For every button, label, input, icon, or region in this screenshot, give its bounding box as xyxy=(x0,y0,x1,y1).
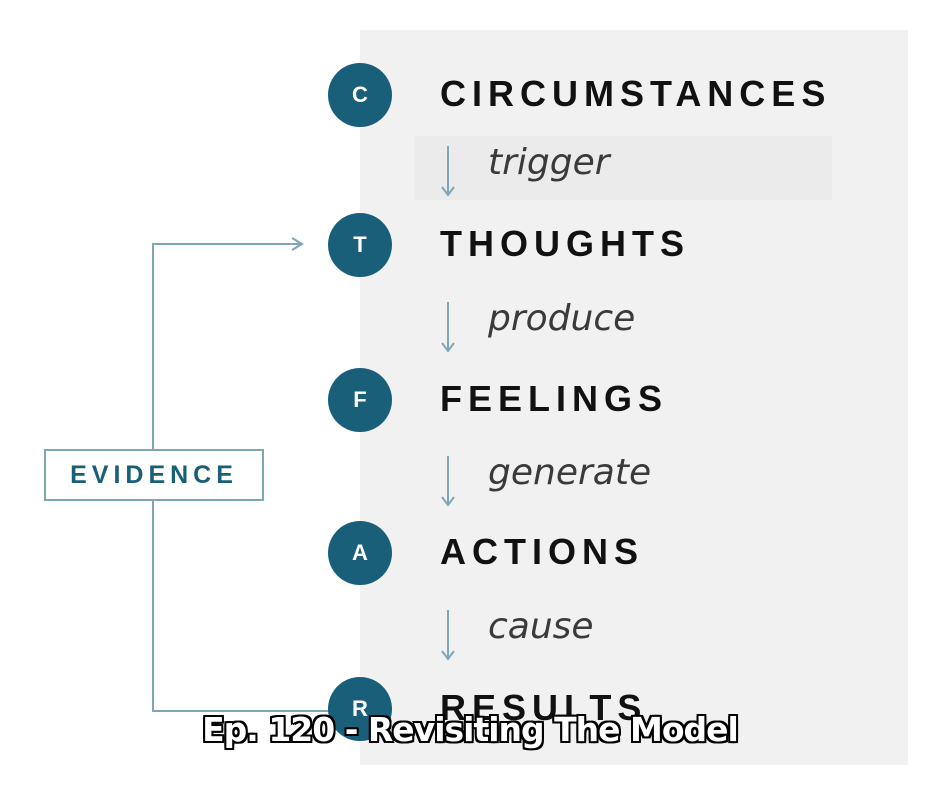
evidence-arrowhead-icon xyxy=(291,237,304,251)
evidence-label: EVIDENCE xyxy=(70,460,238,489)
evidence-loop-lower-line xyxy=(152,501,330,712)
down-arrow-icon xyxy=(441,146,455,197)
connector-generate: generate xyxy=(438,450,698,507)
step-results: R RESULTS xyxy=(328,677,888,741)
step-label: CIRCUMSTANCES xyxy=(440,73,832,114)
step-actions: A ACTIONS xyxy=(328,521,888,585)
step-thoughts: T THOUGHTS xyxy=(328,213,888,277)
step-badge: F xyxy=(328,368,392,432)
step-badge: R xyxy=(328,677,392,741)
connector-word: produce xyxy=(488,298,636,339)
step-badge: A xyxy=(328,521,392,585)
connector-cause: cause xyxy=(438,604,698,661)
episode-caption: Ep. 120 - Revisiting The Model xyxy=(202,710,739,749)
step-label: RESULTS xyxy=(440,687,648,728)
trigger-highlight xyxy=(414,136,832,200)
down-arrow-icon xyxy=(441,302,455,353)
step-label: FEELINGS xyxy=(440,378,669,419)
step-feelings: F FEELINGS xyxy=(328,368,888,432)
step-badge: T xyxy=(328,213,392,277)
step-label: ACTIONS xyxy=(440,531,644,572)
down-arrow-icon xyxy=(441,456,455,507)
step-badge: C xyxy=(328,63,392,127)
evidence-loop-upper-line xyxy=(152,243,300,449)
connector-word: generate xyxy=(488,452,652,493)
step-label: THOUGHTS xyxy=(440,223,690,264)
connector-word: trigger xyxy=(488,142,610,183)
connector-word: cause xyxy=(488,606,594,647)
step-circumstances: C CIRCUMSTANCES xyxy=(328,63,888,127)
connector-trigger: trigger xyxy=(438,140,698,197)
down-arrow-icon xyxy=(441,610,455,661)
connector-produce: produce xyxy=(438,296,698,353)
evidence-box: EVIDENCE xyxy=(44,449,264,501)
